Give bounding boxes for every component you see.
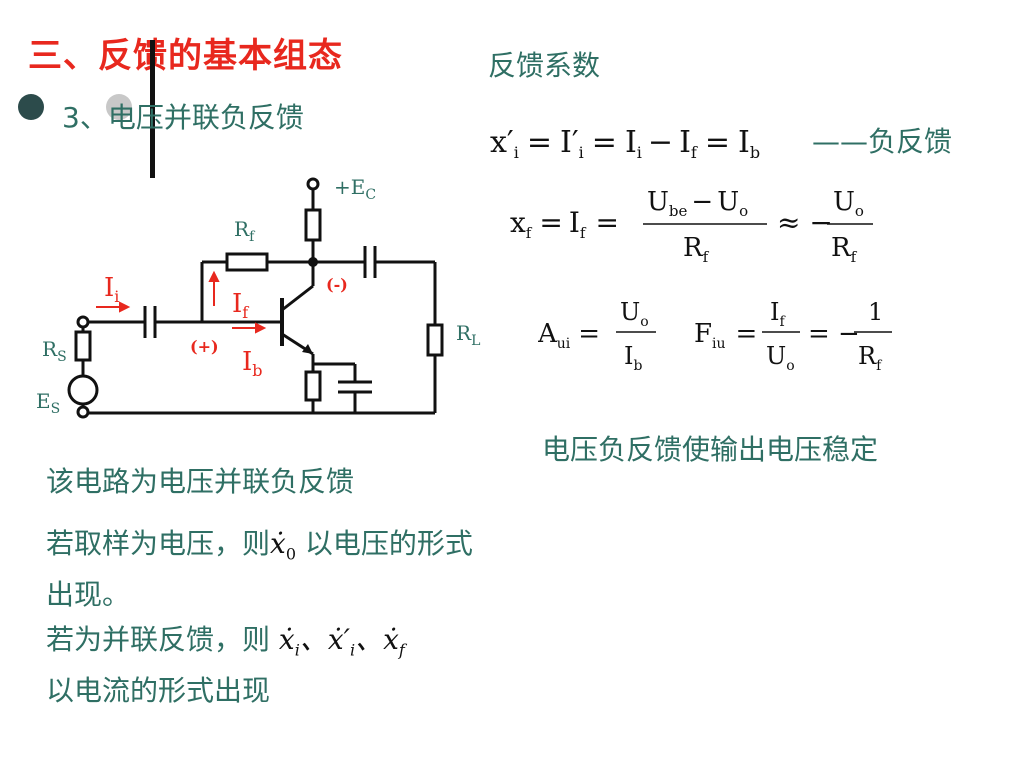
paragraph-shunt: 若为并联反馈，则 ẋi、ẋ′i、ẋf 以电流的形式出现 <box>46 623 405 707</box>
svg-text:(-): (-) <box>326 275 348 294</box>
page-title: 三、反馈的基本组态 <box>28 36 343 76</box>
paragraph-sampling: 若取样为电压，则ẋ0 以电压的形式出现。 <box>46 527 473 611</box>
feedback-coefficient-heading: 反馈系数 <box>488 49 601 82</box>
svg-text:≈ −: ≈ − <box>777 206 833 239</box>
svg-text:RS: RS <box>42 337 67 365</box>
title-divider <box>150 40 155 178</box>
svg-text:ES: ES <box>36 389 60 417</box>
svg-text:Rf: Rf <box>831 233 858 266</box>
svg-text:+EC: +EC <box>334 175 376 203</box>
svg-text:Ib: Ib <box>242 347 263 380</box>
svg-text:RL: RL <box>456 321 480 349</box>
bullet-decoration-icon <box>106 94 132 120</box>
svg-text:Rf: Rf <box>234 217 256 245</box>
svg-text:xf=If=: xf=If= <box>510 206 619 242</box>
formula-xi-prime: x′i=I′i=Ii−If=Ib <box>490 125 760 162</box>
svg-text:1: 1 <box>868 298 883 326</box>
svg-text:Fiu=: Fiu= <box>694 319 757 352</box>
svg-text:Ib: Ib <box>624 342 642 374</box>
paragraph-circuit-type: 该电路为电压并联负反馈 <box>46 465 355 498</box>
conclusion-text: 电压负反馈使输出电压稳定 <box>542 433 879 466</box>
bullet-icon <box>18 94 44 120</box>
formula-aui: Aui= Uo Ib <box>538 298 656 374</box>
svg-text:Rf: Rf <box>683 233 710 266</box>
svg-text:Aui=: Aui= <box>538 319 600 352</box>
svg-text:Rf: Rf <box>858 342 883 374</box>
formula-xf: xf=If= Ube−Uo Rf ≈ − Uo Rf <box>510 187 873 266</box>
svg-text:Uo: Uo <box>620 298 649 330</box>
svg-text:Uo: Uo <box>766 342 795 374</box>
svg-text:Ii: Ii <box>104 273 119 306</box>
formula-fiu: Fiu= If Uo = − 1 Rf <box>694 298 892 374</box>
svg-text:x′i=I′i=Ii−If=Ib: x′i=I′i=Ii−If=Ib <box>490 125 760 162</box>
section-subtitle: 3、电压并联负反馈 <box>62 101 304 134</box>
svg-text:If: If <box>232 289 249 322</box>
svg-text:(+): (+) <box>190 337 219 356</box>
negative-feedback-label: ——负反馈 <box>812 125 953 158</box>
svg-text:= −: = − <box>808 319 860 349</box>
svg-text:Uo: Uo <box>833 187 864 220</box>
svg-text:Ube−Uo: Ube−Uo <box>647 187 748 220</box>
circuit-diagram: +EC Rf RL RS ES Ii If Ib (-) (+) <box>36 175 480 419</box>
svg-text:If: If <box>770 298 786 330</box>
